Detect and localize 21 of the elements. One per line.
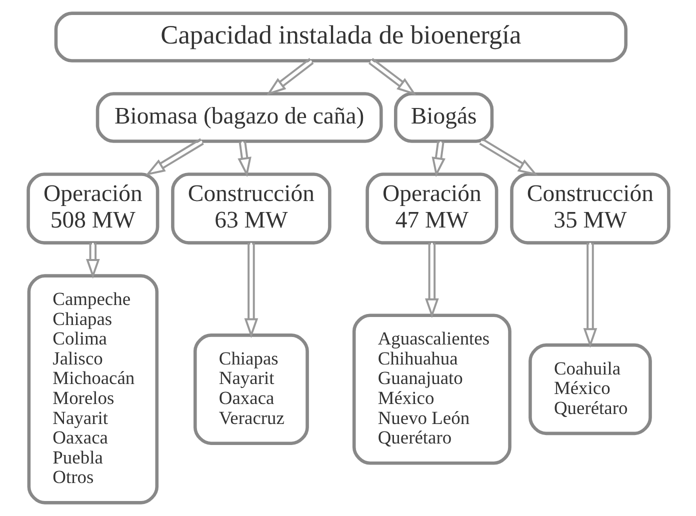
arrow (368, 58, 416, 96)
node-box: Campeche Chiapas Colima Jalisco Michoacán Morelos Nayarit Oaxaca Puebla Otros (26, 274, 158, 504)
node-box: Aguascalientes Chihuahua Guanajuato México Nuevo León Querétaro (352, 314, 511, 465)
node-box: Coahuila México Querétaro (528, 343, 652, 436)
arrow (266, 58, 314, 96)
arrow (478, 138, 538, 176)
node-box: Operación 508 MW (26, 172, 159, 244)
node-box: Biomasa (bagazo de caña) (95, 92, 382, 143)
node-box: Biogás (394, 92, 494, 143)
arrow (237, 141, 251, 178)
arrow (582, 242, 597, 348)
node-box: Construcción 63 MW (170, 172, 331, 244)
arrow (424, 242, 438, 318)
arrow (144, 138, 204, 176)
node-box: Operación 47 MW (365, 172, 498, 244)
arrow (244, 242, 258, 338)
arrow (431, 141, 445, 178)
node-box: Construcción 35 MW (510, 172, 670, 244)
node-box: Chiapas Nayarit Oaxaca Veracruz (193, 334, 308, 445)
arrow (85, 242, 100, 279)
node-box: Capacidad instalada de bioenergía (54, 12, 627, 62)
